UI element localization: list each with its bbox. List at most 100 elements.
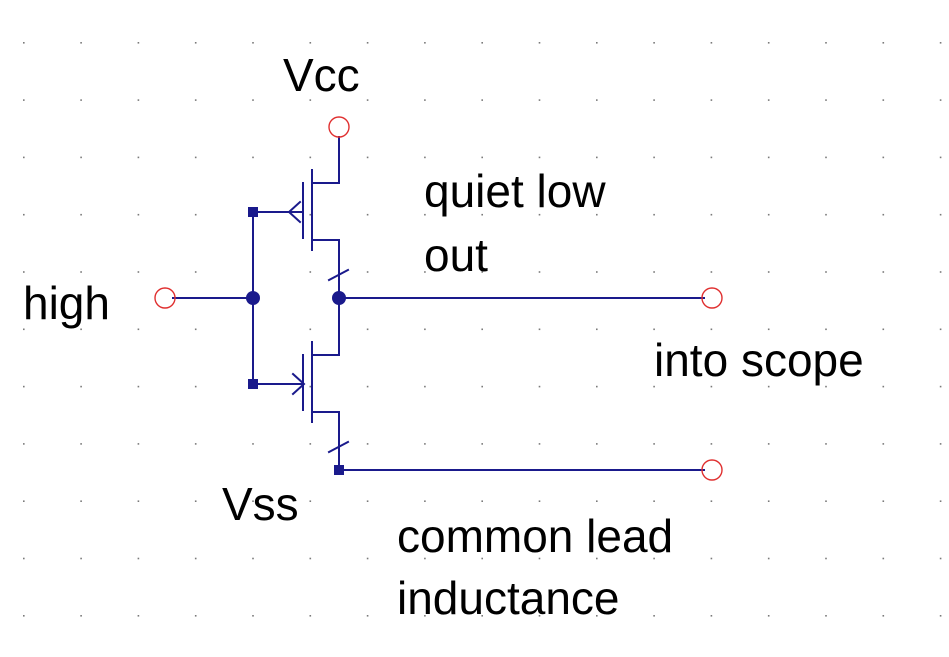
- grid-dot: [538, 557, 541, 560]
- grid-dot: [882, 615, 885, 617]
- grid-dot: [252, 156, 254, 159]
- grid-dot: [653, 99, 655, 101]
- grid-dot: [80, 385, 82, 388]
- grid-dot: [366, 385, 369, 388]
- grid-dot: [309, 213, 312, 216]
- grid-dot: [653, 443, 655, 445]
- grid-dot: [424, 42, 426, 44]
- grid-dot: [710, 500, 713, 502]
- grid-dot: [825, 443, 827, 445]
- grid-dot: [23, 615, 25, 617]
- grid-dot: [939, 615, 942, 617]
- labels: Vcc quiet low out high into scope Vss co…: [23, 49, 864, 624]
- grid-dot: [424, 156, 426, 159]
- grid-dot: [137, 99, 140, 101]
- grid-dot: [424, 271, 426, 273]
- grid-dot: [767, 557, 770, 560]
- grid-dot: [710, 385, 713, 388]
- grid-dot: [767, 500, 770, 502]
- grid-dot: [825, 615, 827, 617]
- grid-dot: [767, 99, 770, 101]
- grid-dot: [596, 615, 598, 617]
- grid-dot: [252, 615, 254, 617]
- grid-dot: [882, 271, 885, 273]
- grid-dot: [710, 328, 713, 331]
- pmos-drain-inductance-tick: [327, 268, 350, 282]
- common-lead-label-line2: inductance: [397, 572, 620, 624]
- grid-dot: [137, 615, 140, 617]
- grid-dot: [596, 99, 598, 101]
- grid-dot: [538, 500, 541, 502]
- grid-dot: [481, 443, 483, 445]
- grid-dot: [882, 557, 885, 560]
- grid-dot: [481, 328, 483, 331]
- grid-dot: [137, 213, 140, 216]
- grid-dot: [424, 99, 426, 101]
- grid-dot: [424, 557, 426, 560]
- grid-dot: [767, 213, 770, 216]
- grid-dot: [137, 443, 140, 445]
- grid-dot: [882, 42, 885, 44]
- grid-dot: [538, 443, 541, 445]
- scope-output-terminal[interactable]: [701, 287, 723, 309]
- grid-dot: [424, 328, 426, 331]
- high-input-terminal[interactable]: [154, 287, 176, 309]
- grid-dot: [825, 42, 827, 44]
- pmos-arrow-icon: [287, 200, 302, 224]
- grid-dot: [481, 500, 483, 502]
- grid-dot: [23, 42, 25, 44]
- grid-dot: [366, 213, 369, 216]
- grid-dot: [596, 156, 598, 159]
- grid-dot: [23, 271, 25, 273]
- scope-common-terminal[interactable]: [701, 459, 723, 481]
- grid-dot: [653, 615, 655, 617]
- grid-dot: [538, 615, 541, 617]
- grid-dot: [653, 328, 655, 331]
- grid-dot: [252, 500, 254, 502]
- grid-dot: [23, 99, 25, 101]
- grid-dot: [653, 385, 655, 388]
- grid-dot: [194, 328, 197, 331]
- grid-dot: [481, 213, 483, 216]
- grid-dot: [939, 213, 942, 216]
- grid-dot: [309, 385, 312, 388]
- grid-dot: [882, 385, 885, 388]
- grid-dot: [80, 99, 82, 101]
- grid-dot: [424, 443, 426, 445]
- grid-dot: [23, 500, 25, 502]
- grid-dot: [825, 557, 827, 560]
- grid-dot: [710, 443, 713, 445]
- grid-dot: [194, 213, 197, 216]
- grid-dot: [137, 500, 140, 502]
- grid-dot: [481, 557, 483, 560]
- grid-dot: [366, 156, 369, 159]
- terminals: [154, 116, 723, 481]
- grid-dot: [939, 500, 942, 502]
- grid-dot: [309, 443, 312, 445]
- grid-dot: [939, 328, 942, 331]
- grid-dot: [653, 271, 655, 273]
- grid-dot: [366, 42, 369, 44]
- grid-dot: [825, 99, 827, 101]
- grid-dot: [194, 557, 197, 560]
- grid-dot: [309, 557, 312, 560]
- grid-dot: [939, 99, 942, 101]
- high-label: high: [23, 277, 110, 329]
- grid-dot: [825, 328, 827, 331]
- grid-dot: [596, 500, 598, 502]
- grid-dot: [653, 557, 655, 560]
- grid-dot: [23, 557, 25, 560]
- grid-dot: [80, 615, 82, 617]
- grid-dot: [596, 213, 598, 216]
- grid-dot: [194, 615, 197, 617]
- grid-dot: [710, 615, 713, 617]
- grid-dot: [882, 328, 885, 331]
- grid-dot: [882, 443, 885, 445]
- grid-dot: [481, 156, 483, 159]
- grid-dot: [882, 99, 885, 101]
- grid-dot: [137, 385, 140, 388]
- grid-dot: [309, 156, 312, 159]
- vcc-terminal[interactable]: [328, 116, 350, 138]
- grid-dot: [194, 385, 197, 388]
- grid-dot: [825, 213, 827, 216]
